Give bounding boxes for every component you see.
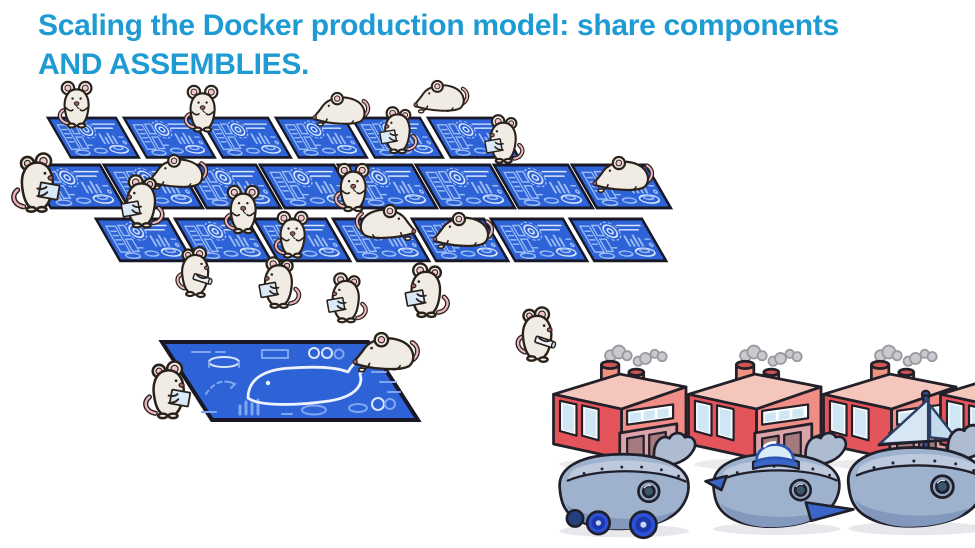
mouse-icon	[313, 93, 368, 126]
mouse-icon	[226, 186, 259, 233]
mouse-icon	[353, 333, 417, 372]
page-title-line2: AND ASSEMBLIES.	[38, 48, 310, 81]
mouse-icon	[518, 307, 556, 361]
blueprint-tile-icon	[46, 116, 141, 160]
blueprint-tile-icon	[198, 116, 293, 160]
mouse-icon	[593, 157, 652, 192]
mouse-icon	[414, 81, 467, 113]
mouse-icon	[259, 257, 299, 307]
page-title: Scaling the Docker production model: sha…	[38, 6, 918, 84]
mouse-icon	[149, 155, 206, 189]
page-title-line1: Scaling the Docker production model: sha…	[38, 9, 839, 42]
mouse-icon	[405, 263, 447, 317]
mouse-icon	[357, 205, 416, 240]
mouse-icon	[327, 273, 366, 322]
